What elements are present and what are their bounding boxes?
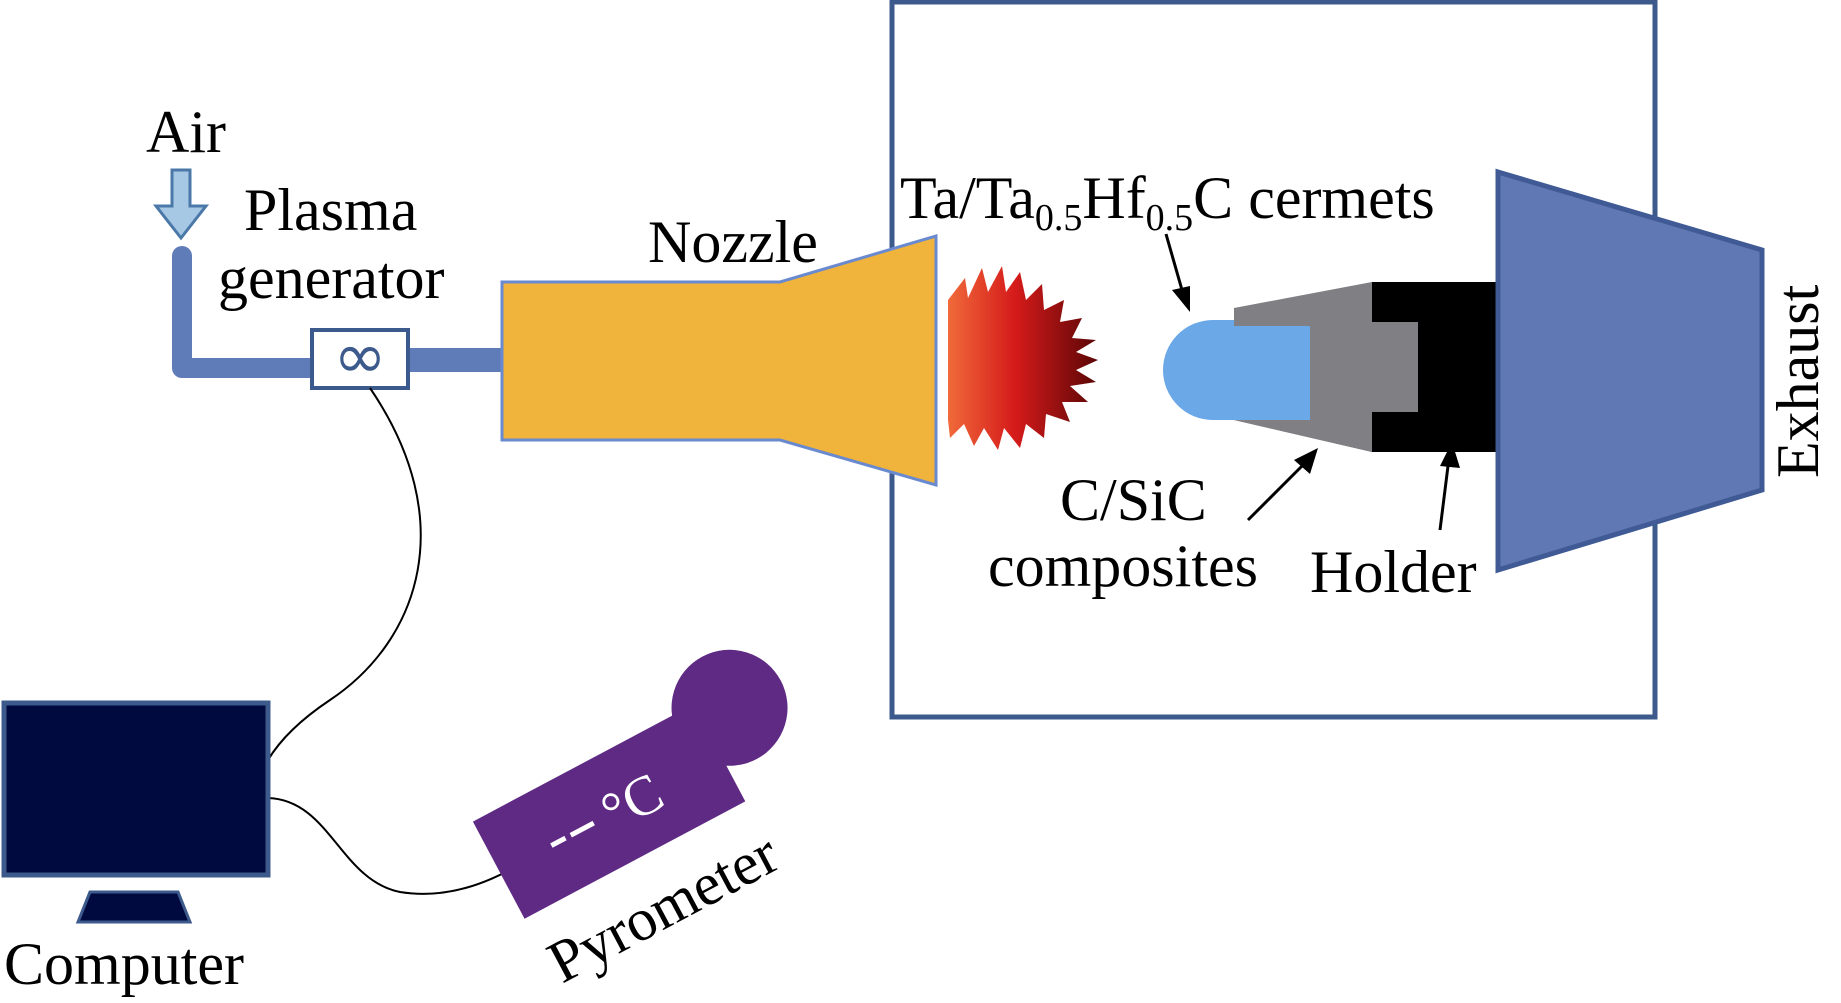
pyrometer-body: [472, 704, 746, 919]
cermets-label-sub1: 0.5: [1035, 197, 1083, 239]
specimen-holder: [1372, 282, 1498, 452]
cermets-label: Ta/Ta0.5Hf0.5C cermets: [900, 165, 1435, 239]
plasma-flame: [948, 266, 1098, 450]
holder-pointer-arrow: [1438, 442, 1460, 531]
plasma-generator-label-line1: Plasma: [244, 177, 417, 243]
nozzle: [500, 233, 938, 487]
exhaust: [1495, 168, 1765, 574]
cermets-label-ta: Ta/Ta: [900, 165, 1035, 231]
cermet-core: [1234, 326, 1310, 420]
thermometer-icon: °C: [472, 649, 788, 919]
holder-label: Holder: [1310, 539, 1477, 605]
plasma-computer-cable: [267, 387, 422, 761]
cermet-specimen: [1163, 320, 1234, 420]
computer-label: Computer: [4, 931, 244, 997]
cermet-pointer-arrow: [1164, 233, 1190, 312]
csic-pointer-arrow: [1246, 448, 1318, 522]
monitor-stand: [75, 890, 193, 924]
csic-taper: [1234, 283, 1372, 452]
cermets-label-hf: Hf: [1082, 165, 1145, 231]
csic-label-line2: composites: [988, 533, 1258, 599]
gas-pipe-segment: [400, 348, 505, 372]
air-label: Air: [146, 99, 226, 165]
cermets-label-sub2: 0.5: [1146, 197, 1194, 239]
cermets-label-rest: C cermets: [1193, 165, 1435, 231]
nozzle-label: Nozzle: [648, 209, 818, 275]
csic-label-line1: C/SiC: [1060, 467, 1207, 533]
down-arrow-icon: [152, 168, 210, 241]
monitor-icon: [1, 700, 271, 878]
pyrometer-computer-cable: [267, 797, 511, 895]
plasma-generator-label-line2: generator: [218, 245, 445, 311]
pyrometer-dash: [550, 820, 595, 848]
infinity-icon: ∞: [333, 320, 386, 394]
pyrometer-lens: [671, 649, 788, 766]
exhaust-label: Exhaust: [1765, 284, 1831, 478]
plasma-generator-box: [310, 328, 410, 390]
